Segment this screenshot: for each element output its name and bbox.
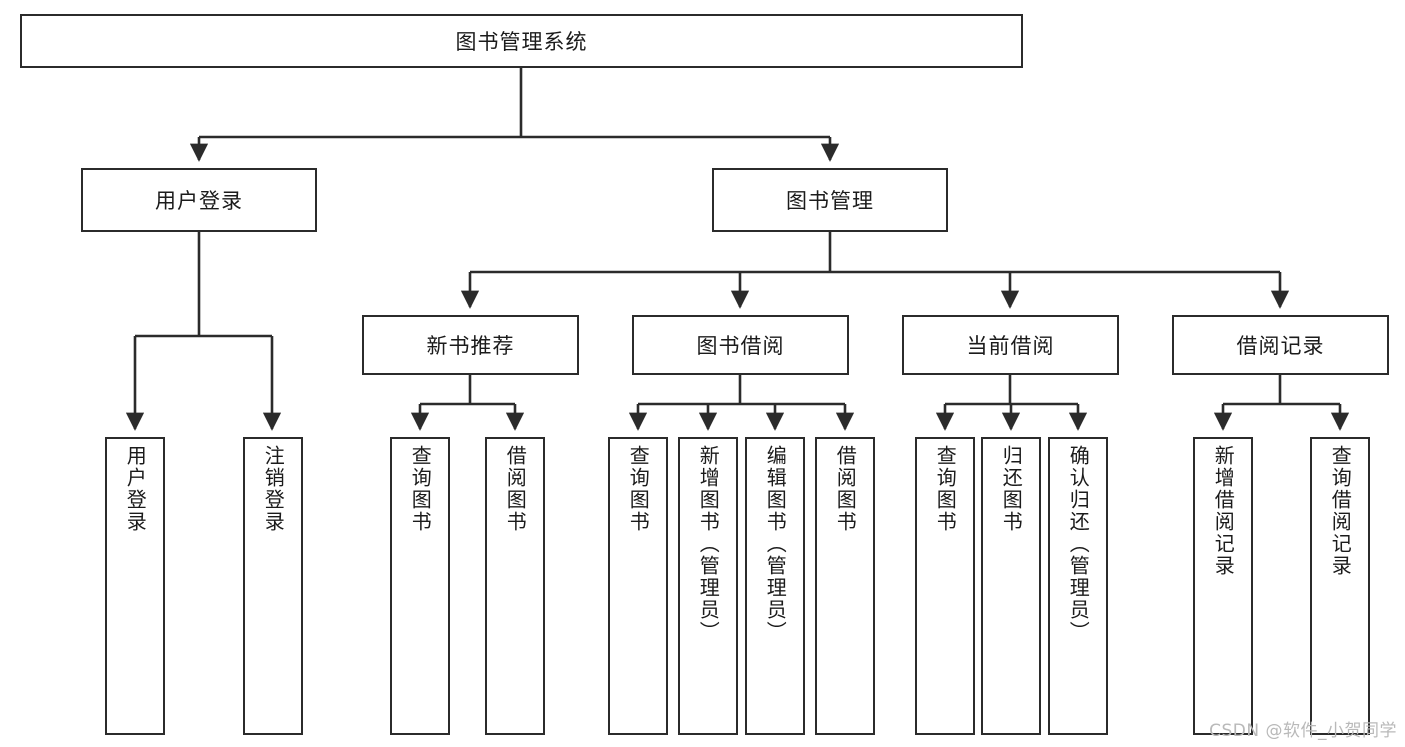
node-leaf-borrow-book-2[interactable]: 借阅图书 — [815, 437, 875, 735]
node-leaf-query-record[interactable]: 查询借阅记录 — [1310, 437, 1370, 735]
node-new-book-rec[interactable]: 新书推荐 — [362, 315, 579, 375]
node-leaf-add-record[interactable]: 新增借阅记录 — [1193, 437, 1253, 735]
edges-book-borrow-to-leaves — [628, 375, 855, 431]
node-label: 新增借阅记录 — [1211, 445, 1236, 577]
node-label: 图书管理系统 — [455, 30, 588, 54]
node-label: 查询图书 — [408, 445, 433, 533]
edges-new-book-rec-to-leaves — [410, 375, 525, 431]
node-label: 借阅记录 — [1236, 334, 1325, 358]
node-label: 确认归还（管理员） — [1066, 445, 1091, 643]
node-label: 图书管理 — [786, 189, 874, 213]
node-leaf-borrow-book-1[interactable]: 借阅图书 — [485, 437, 545, 735]
node-leaf-user-login[interactable]: 用户登录 — [105, 437, 165, 735]
node-label: 图书借阅 — [696, 334, 785, 358]
edges-user-login-to-leaves — [125, 232, 282, 431]
node-leaf-edit-book[interactable]: 编辑图书（管理员） — [745, 437, 805, 735]
node-label: 注销登录 — [261, 445, 286, 533]
node-label: 查询图书 — [933, 445, 958, 533]
node-borrow-record[interactable]: 借阅记录 — [1172, 315, 1389, 375]
node-book-manage[interactable]: 图书管理 — [712, 168, 948, 232]
node-leaf-add-book[interactable]: 新增图书（管理员） — [678, 437, 738, 735]
edges-root-to-level2 — [189, 68, 840, 162]
node-label: 借阅图书 — [503, 445, 528, 533]
node-leaf-query-book-1[interactable]: 查询图书 — [390, 437, 450, 735]
node-label: 查询借阅记录 — [1328, 445, 1353, 577]
node-label: 归还图书 — [999, 445, 1024, 533]
node-label: 当前借阅 — [966, 334, 1055, 358]
node-leaf-query-book-3[interactable]: 查询图书 — [915, 437, 975, 735]
edges-borrow-record-to-leaves — [1213, 375, 1350, 431]
node-book-borrow[interactable]: 图书借阅 — [632, 315, 849, 375]
node-leaf-query-book-2[interactable]: 查询图书 — [608, 437, 668, 735]
node-label: 用户登录 — [155, 189, 243, 213]
node-current-borrow[interactable]: 当前借阅 — [902, 315, 1119, 375]
edges-book-manage-to-level3 — [460, 232, 1290, 309]
node-label: 用户登录 — [123, 445, 148, 533]
node-label: 编辑图书（管理员） — [763, 445, 788, 643]
node-leaf-return-book[interactable]: 归还图书 — [981, 437, 1041, 735]
node-leaf-logout[interactable]: 注销登录 — [243, 437, 303, 735]
node-label: 借阅图书 — [833, 445, 858, 533]
node-label: 新增图书（管理员） — [696, 445, 721, 643]
node-leaf-confirm-return[interactable]: 确认归还（管理员） — [1048, 437, 1108, 735]
edges-current-borrow-to-leaves — [935, 375, 1088, 431]
node-root-system[interactable]: 图书管理系统 — [20, 14, 1023, 68]
node-label: 新书推荐 — [426, 334, 515, 358]
node-user-login[interactable]: 用户登录 — [81, 168, 317, 232]
node-label: 查询图书 — [626, 445, 651, 533]
